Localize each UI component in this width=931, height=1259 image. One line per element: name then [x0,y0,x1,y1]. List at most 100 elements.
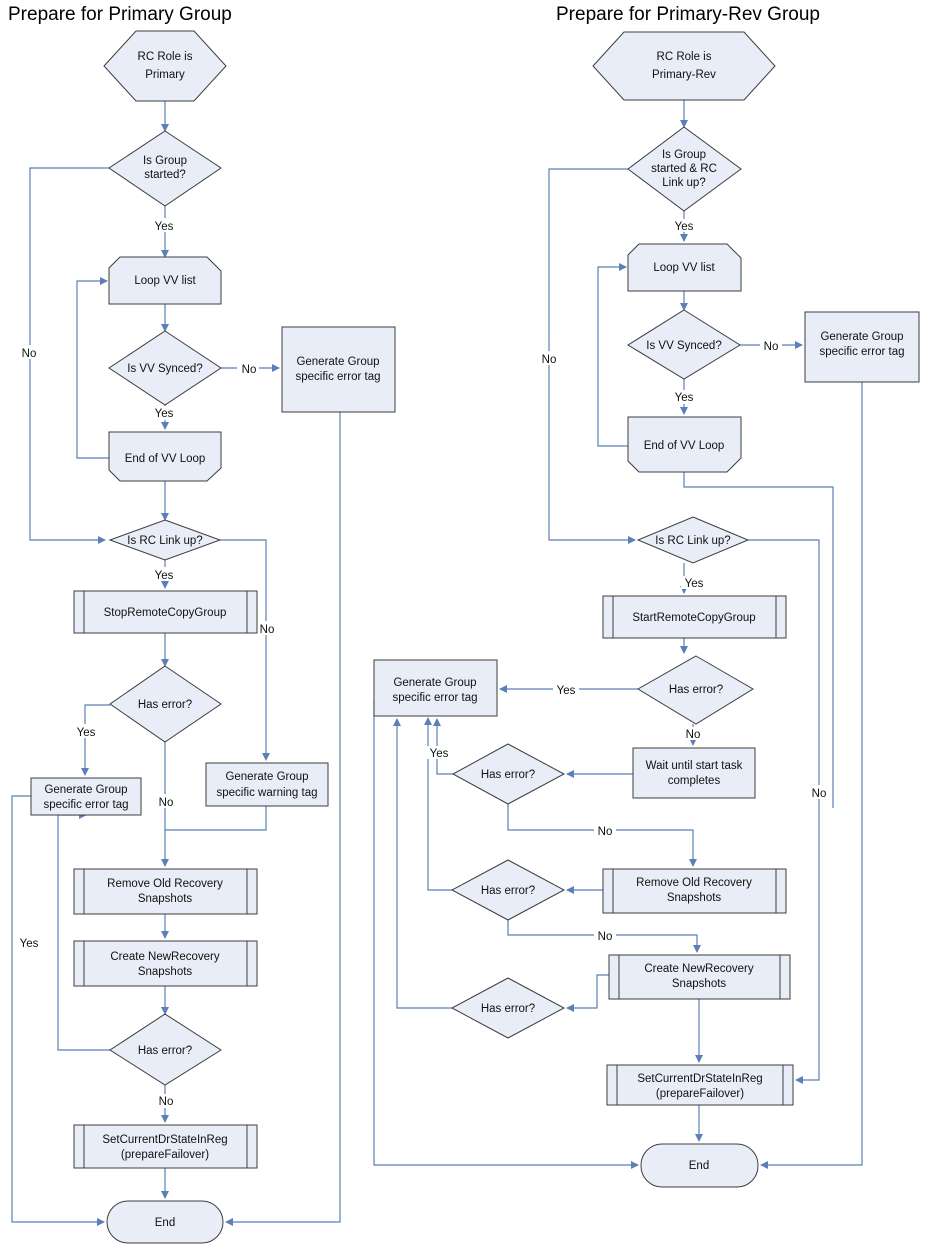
node-label: Remove Old Recovery [636,877,752,889]
node-label: Snapshots [138,966,193,978]
node-label: Is RC Link up? [655,535,730,547]
right-process-set-dr-state [606,1064,794,1106]
node-label: started & RC [651,163,717,175]
node-label: StartRemoteCopyGroup [632,612,755,624]
edge-l-started-no [29,167,109,544]
edge-l-error1-yes [81,704,110,776]
right-decision-rc-link [636,516,750,564]
left-loop-start-node [108,256,222,305]
node-label: Loop VV list [134,275,196,287]
edge-label-no: No [242,364,257,376]
node-label: End [155,1217,175,1229]
left-end-node [106,1200,224,1244]
edge-l-loop-back [76,277,109,459]
node-label: (prepareFailover) [656,1088,744,1100]
node-label: Snapshots [667,892,722,904]
node-label: completes [668,775,721,787]
left-start-node [103,30,227,102]
edge-label-yes: Yes [155,221,174,233]
node-label: SetCurrentDrStateInReg [102,1134,227,1146]
node-label: Loop VV list [653,262,715,274]
left-decision-rc-link [108,519,222,561]
node-label: specific error tag [819,346,904,358]
edge-r-endloop-to-set [683,472,834,808]
node-label: specific error tag [43,799,128,811]
left-process-create-snapshots [73,940,258,987]
node-label: started? [144,169,186,181]
node-label: Has error? [138,1045,192,1057]
node-label: Is RC Link up? [127,535,202,547]
edge-r-errortag-to-end [373,700,639,1169]
left-error-tag-top [281,326,396,413]
edge-r-error2-yes [433,718,455,775]
node-label: Snapshots [138,893,193,905]
right-decision-has-error-2 [451,743,566,805]
node-label: Has error? [669,684,723,696]
node-label: Create NewRecovery [644,963,754,975]
edge-label-yes: Yes [77,727,96,739]
edge-l-errortag-to-end [11,795,105,1226]
node-label: specific error tag [295,371,380,383]
node-label: Link up? [662,177,705,189]
node-label: Is VV Synced? [127,363,202,375]
edge-l-topertag-to-end [225,412,341,1226]
edge-label-no: No [764,341,779,353]
edge-r-create-to-error4 [566,974,609,1012]
node-label: Is Group [662,149,706,161]
edge-label-no: No [22,348,37,360]
edge-label-no: No [159,1096,174,1108]
right-end-node [640,1143,759,1188]
right-decision-has-error-3 [450,859,566,921]
node-label: SetCurrentDrStateInReg [637,1073,762,1085]
edge-l-warning-merge [165,806,267,831]
right-diagram-title: Prepare for Primary-Rev Group [556,4,820,25]
right-decision-has-error-1 [637,655,754,725]
edge-label-no: No [260,624,275,636]
left-error-tag-bottom [30,777,142,816]
right-decision-group-started-link [627,126,742,212]
node-label: specific error tag [392,692,477,704]
edge-label-yes: Yes [20,938,39,950]
right-process-wait-start-task [632,747,756,799]
edge-label-yes: Yes [430,748,449,760]
left-decision-group-started [108,130,222,207]
edge-label-no: No [686,729,701,741]
right-decision-vv-synced [627,309,741,380]
node-label: Generate Group [393,677,476,689]
right-error-tag-mid [373,659,498,717]
node-label: specific warning tag [217,787,318,799]
right-process-remove-snapshots [602,868,787,914]
node-label: End of VV Loop [644,440,725,452]
right-loop-start-node [627,243,742,292]
node-label: Primary-Rev [652,69,716,81]
right-loop-end-node [627,416,742,473]
left-process-remove-snapshots [73,868,258,915]
edge-r-loop-back [597,263,628,447]
right-process-start-rc-group [602,595,787,639]
left-loop-end-node [108,431,222,482]
left-edge-labels: Yes No No Yes Yes No Yes No Yes No [16,218,278,1108]
node-label: (prepareFailover) [121,1149,209,1161]
edge-r-link-no [748,539,820,1084]
node-label: RC Role is [657,51,712,63]
left-decision-has-error-1 [109,665,222,743]
edge-label-yes: Yes [675,392,694,404]
right-edge-labels: Yes No No Yes Yes Yes No Yes No No No [426,219,830,943]
right-edges [373,100,863,1169]
node-label: Create NewRecovery [110,951,220,963]
node-label: Snapshots [672,978,727,990]
left-nodes: RC Role is Primary Is Group started? Loo… [30,30,396,1244]
node-label: Is Group [143,155,187,167]
node-label: RC Role is [138,51,193,63]
edge-r-topertag-to-end [760,382,863,1169]
node-label: Primary [145,69,185,81]
edge-label-no: No [812,788,827,800]
right-nodes: RC Role is Primary-Rev Is Group started … [373,31,920,1188]
left-diagram-title: Prepare for Primary Group [8,4,232,25]
edge-label-yes: Yes [675,221,694,233]
left-warning-tag [205,762,329,807]
left-decision-vv-synced [108,330,222,406]
right-error-tag-top [804,311,920,383]
node-label: Has error? [481,1003,535,1015]
node-label: Has error? [481,769,535,781]
